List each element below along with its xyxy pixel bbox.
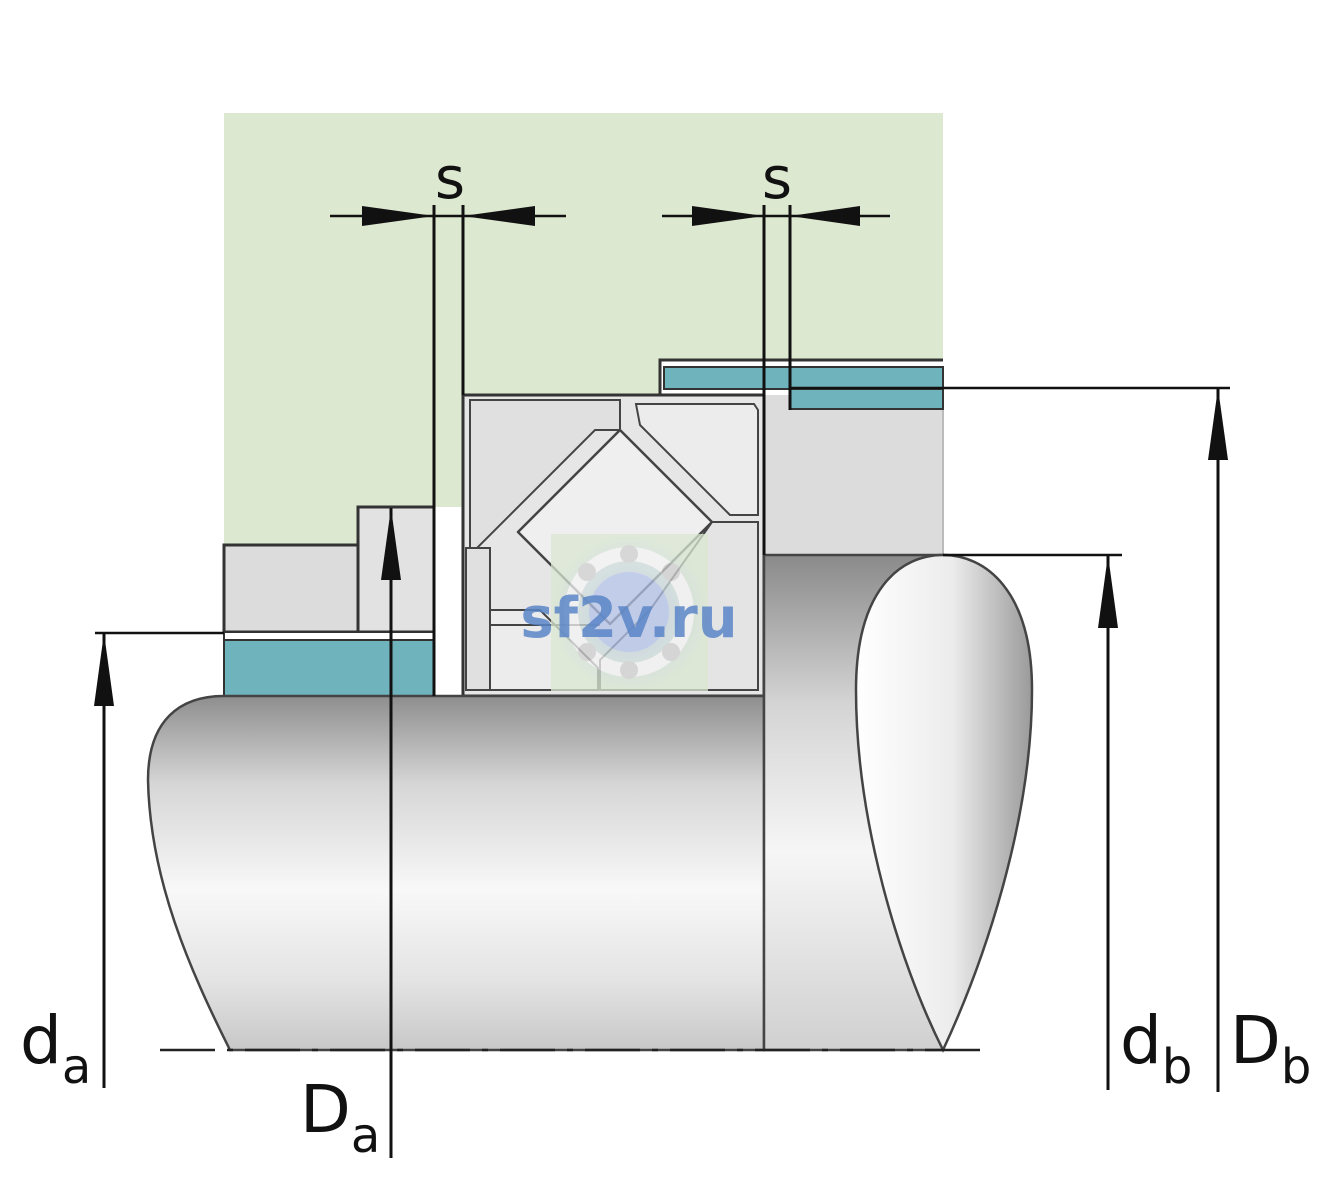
label-d-a: da bbox=[20, 1002, 91, 1095]
watermark-text: sf2v.ru bbox=[520, 586, 737, 651]
dimension-s-left bbox=[330, 205, 566, 696]
label-s-left: s bbox=[435, 144, 465, 212]
label-D-a: Da bbox=[300, 1071, 380, 1164]
dimension-D-b bbox=[790, 386, 1230, 1092]
dimension-D-a bbox=[381, 508, 401, 1158]
left-spacer-ring bbox=[222, 543, 360, 634]
right-housing-part bbox=[764, 395, 943, 555]
label-d-a-main: d bbox=[20, 1002, 62, 1079]
label-d-a-sub: a bbox=[62, 1039, 91, 1095]
dimension-d-a bbox=[94, 631, 224, 1088]
left-seal-lip bbox=[223, 631, 435, 641]
label-D-a-sub: a bbox=[351, 1108, 380, 1164]
outer-ring-section-right bbox=[634, 403, 759, 516]
label-d-b-sub: b bbox=[1162, 1039, 1192, 1095]
label-D-b-sub: b bbox=[1281, 1039, 1311, 1095]
label-D-a-main: D bbox=[300, 1071, 351, 1148]
right-seal-outline bbox=[658, 358, 943, 395]
label-D-b: Db bbox=[1230, 1002, 1311, 1095]
left-cage bbox=[465, 547, 491, 691]
label-d-b-main: d bbox=[1120, 1002, 1162, 1079]
left-seal bbox=[223, 639, 435, 697]
right-seal bbox=[663, 366, 944, 390]
watermark-logo bbox=[551, 534, 708, 691]
label-D-b-main: D bbox=[1230, 1002, 1281, 1079]
label-d-b: db bbox=[1120, 1002, 1192, 1095]
dimension-d-b bbox=[943, 553, 1122, 1090]
right-seal-lower bbox=[789, 388, 944, 410]
outer-ring-section bbox=[469, 399, 621, 558]
dimension-s-right bbox=[662, 205, 890, 555]
label-s-right: s bbox=[762, 144, 792, 212]
left-shaft bbox=[146, 694, 766, 1052]
